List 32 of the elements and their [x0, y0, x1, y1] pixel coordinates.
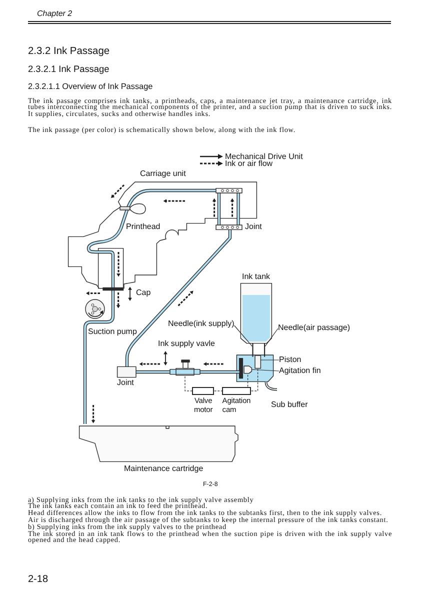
leader-line [234, 325, 252, 347]
linkage-line [251, 368, 258, 392]
leader-line [264, 328, 278, 347]
section-heading: 2.3.2.1.1 Overview of Ink Passage [28, 82, 153, 92]
part-label: Carriage unit [140, 170, 186, 178]
part-label: Maintenance cartridge [124, 464, 204, 472]
part-label: Cap [136, 289, 151, 298]
leader-line [251, 369, 280, 372]
part-label: Agitation fin [279, 367, 321, 375]
linkage-line [184, 375, 193, 392]
section-heading: 2.3.2.1 Ink Passage [28, 64, 110, 74]
page-number: 2-18 [28, 574, 48, 584]
part-label: Suction pump [88, 328, 137, 336]
part-label: Piston [279, 356, 302, 364]
legend-label: Mechanical Drive Unit [225, 153, 303, 160]
piston [254, 355, 262, 369]
legend-label: Ink or air flow [225, 160, 273, 167]
section-heading: 2.3.2 Ink Passage [28, 46, 110, 58]
part-label: Printhead [126, 223, 160, 231]
agitation-fin [244, 366, 252, 374]
part-label: Needle(ink supply) [168, 320, 234, 328]
needle [252, 343, 254, 357]
needle [264, 343, 266, 357]
valve [170, 360, 200, 376]
linkage-line [214, 390, 223, 392]
part-label: Ink supply vavle [158, 340, 215, 348]
part-label: Sub buffer [271, 401, 308, 409]
part-label: Ink tank [242, 273, 270, 282]
running-header: Chapter 2 [37, 9, 72, 18]
part-label: Joint [245, 223, 262, 231]
part-label: Needle(air passage) [278, 324, 350, 332]
part-label: Joint [117, 379, 134, 387]
